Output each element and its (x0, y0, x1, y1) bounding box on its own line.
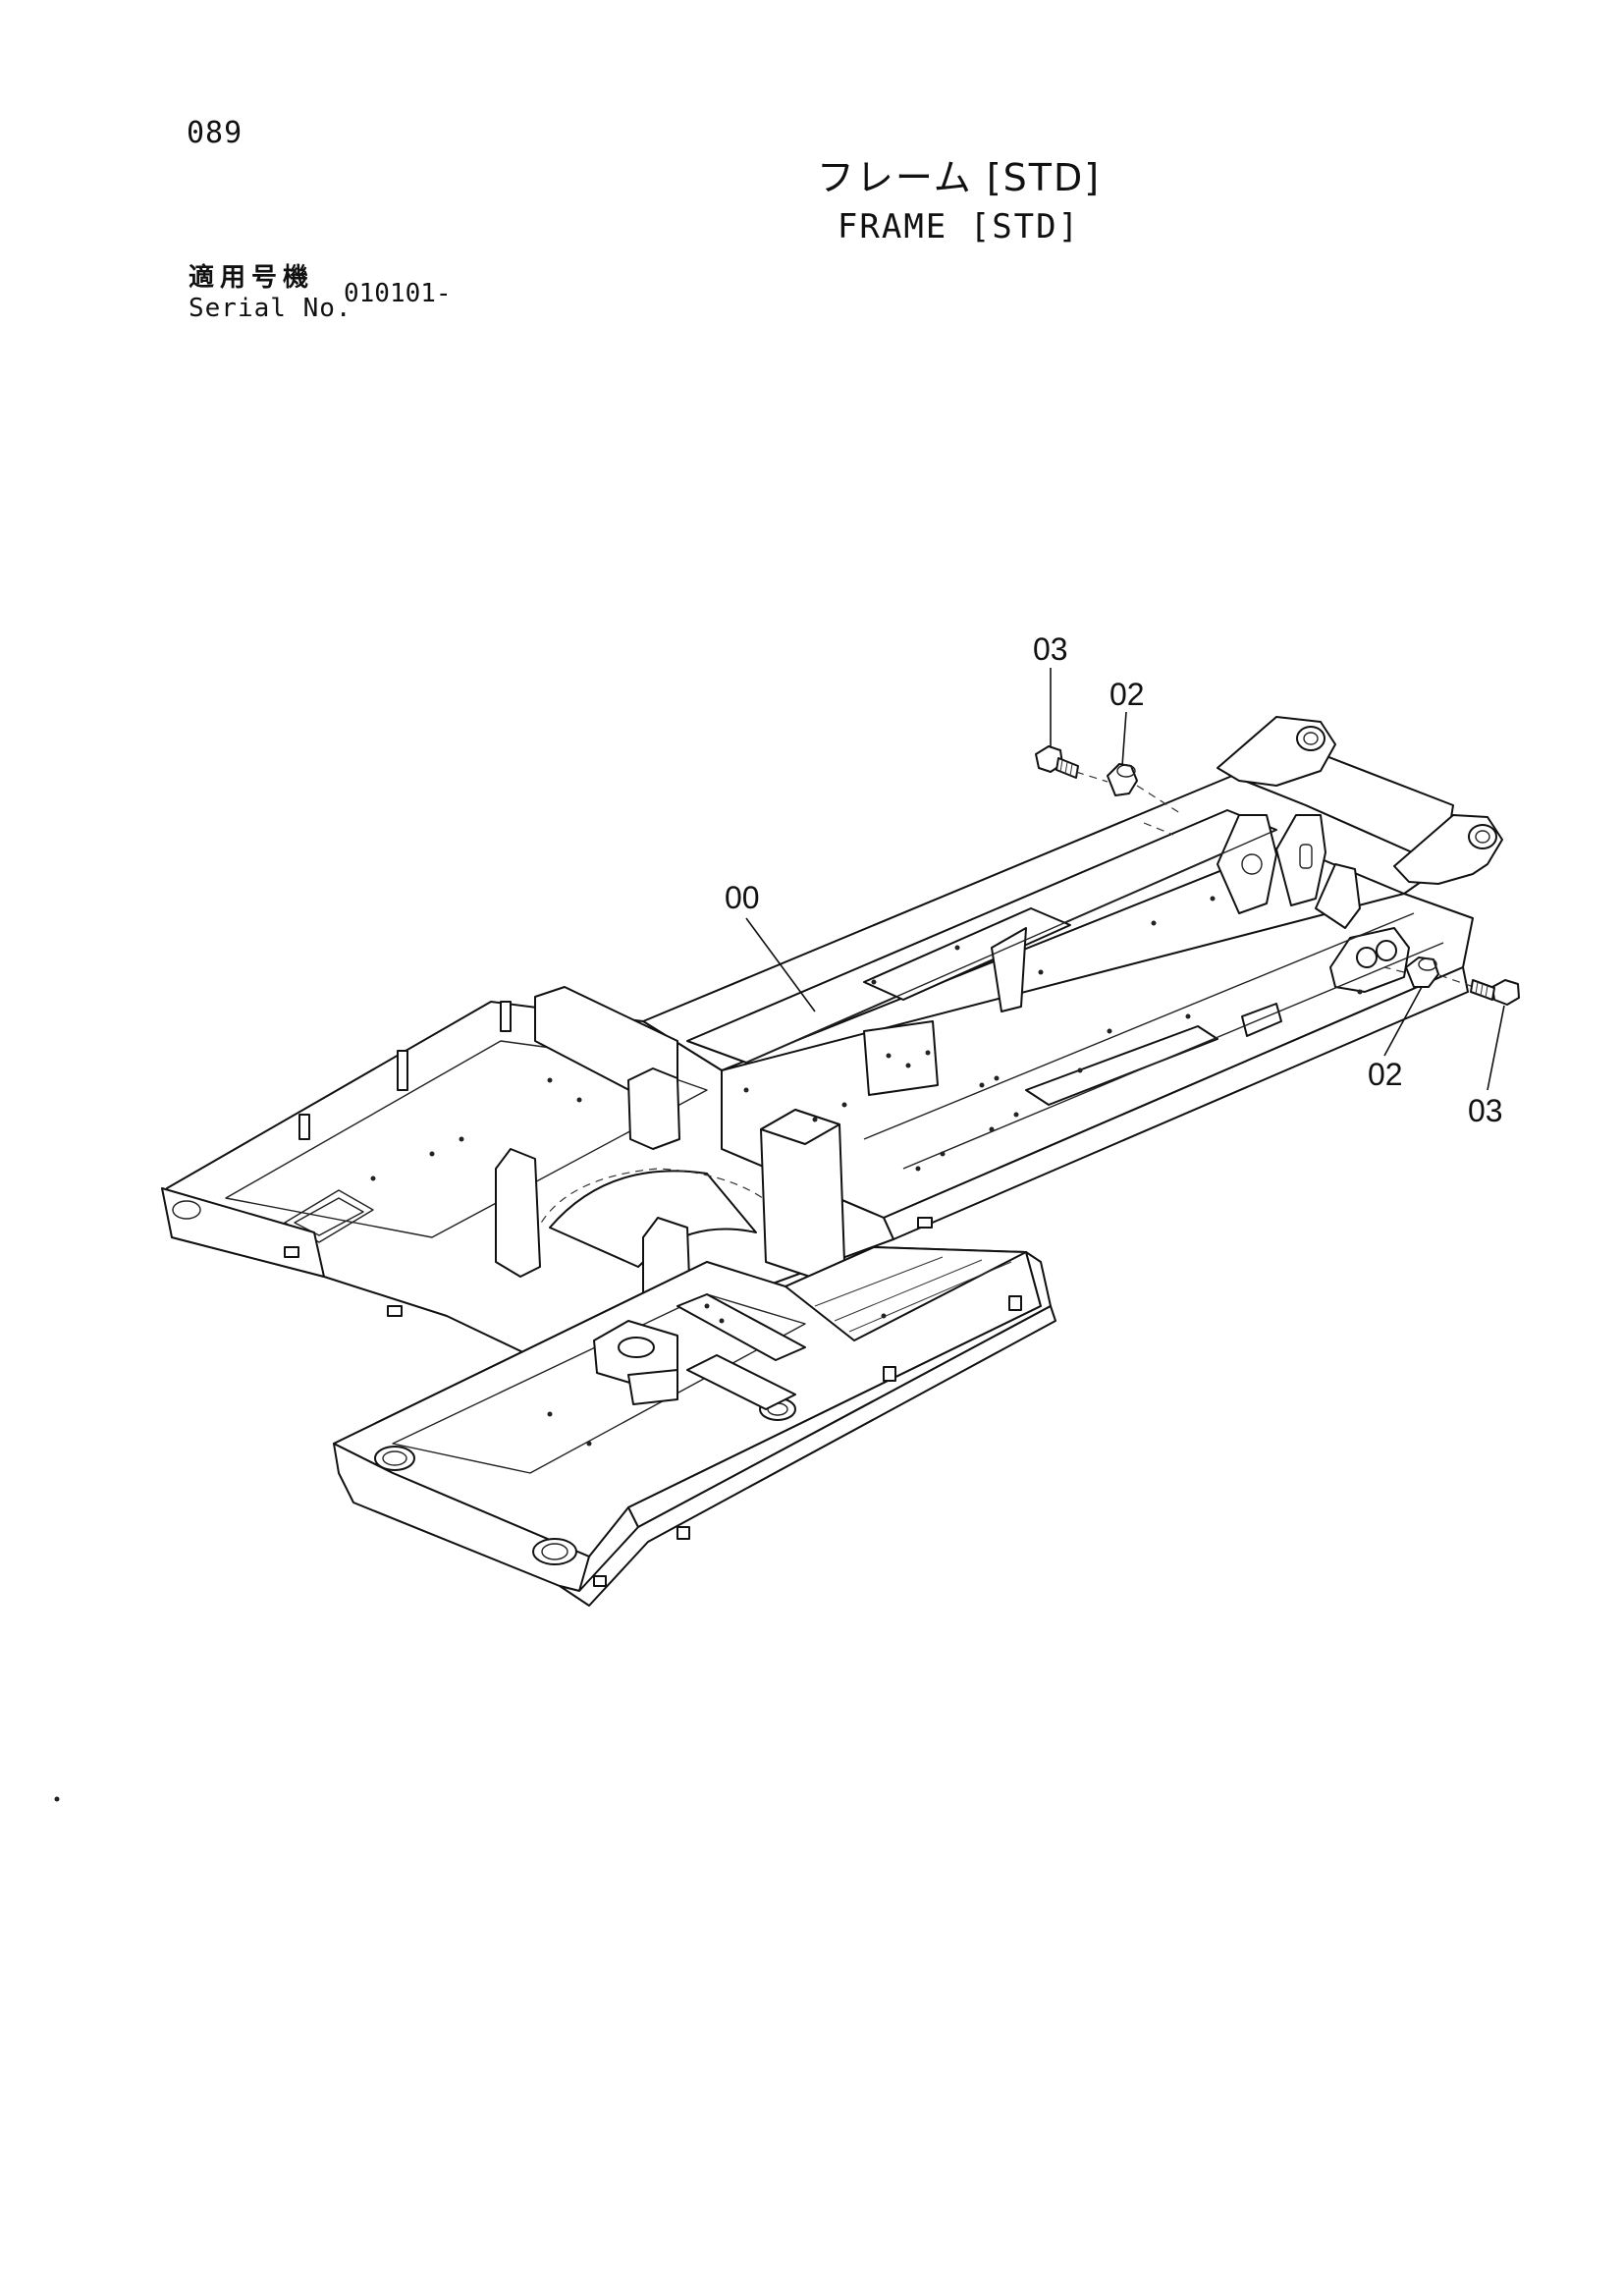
deck-tab-2 (387, 1305, 403, 1317)
boss-front-right (532, 1538, 577, 1565)
boom-rib-line-1 (745, 829, 1277, 1064)
stray-dot (54, 1796, 60, 1802)
swing-circle-outline (529, 1168, 786, 1248)
serial-block: 適用号機 Serial No. 010101- (189, 257, 452, 323)
tip-bore-upper-inner (1303, 732, 1319, 745)
page-number: 089 (187, 116, 243, 150)
deck-post-3 (298, 1114, 310, 1140)
pin-cap-lower-face (1418, 957, 1437, 971)
pivot-lug-right (1275, 814, 1326, 906)
dash-02-upper (1136, 785, 1184, 816)
title-english: FRAME [STD] (837, 207, 1081, 246)
serial-value: 010101- (344, 279, 452, 308)
rear-deck-end-hole (172, 1200, 201, 1220)
bolt-upper-thread (1059, 759, 1073, 777)
deck-tab-4 (883, 1366, 896, 1382)
pillow-block-bore (618, 1337, 655, 1358)
rear-deck-edge (161, 1187, 325, 1278)
leader-02-lower (1383, 986, 1423, 1057)
pin-lug-hole-b (1376, 940, 1397, 961)
callout-02-upper: 02 (1109, 677, 1145, 712)
lower-cross-beam-2 (686, 1354, 796, 1410)
bolt-lower-head (1491, 979, 1520, 1006)
ramp-plate (784, 1246, 1027, 1341)
serial-label-english: Serial No. (189, 294, 352, 323)
leader-03-lower (1487, 1005, 1505, 1091)
callout-02-lower: 02 (1368, 1057, 1403, 1092)
boom-small-block (1241, 1003, 1282, 1037)
pin-cap-upper-face (1116, 764, 1136, 778)
pin-lug-hole-a (1356, 947, 1378, 968)
boss-front-left (374, 1446, 415, 1471)
dash-03-upper (1075, 771, 1109, 783)
deck-tab-5 (917, 1217, 933, 1229)
boom-diagonal-gusset (991, 927, 1027, 1012)
serial-label-japanese: 適用号機 (189, 263, 315, 293)
leader-lines (745, 668, 1505, 1091)
bolt-lower-shank (1470, 979, 1495, 1001)
lower-cross-beam-1 (676, 1293, 806, 1361)
pivot-lug-left-hole (1241, 853, 1263, 875)
pin-cap-lower (1405, 957, 1439, 988)
center-upright-small (627, 1067, 680, 1150)
frame-icon (161, 716, 1503, 1607)
frame-rivets (370, 896, 1363, 1447)
boom-hidden-edge (1143, 822, 1174, 836)
pivot-lug-right-slot (1299, 844, 1313, 869)
deck-tab-7 (593, 1575, 607, 1587)
callout-00: 00 (725, 880, 760, 915)
callout-03-upper: 03 (1033, 631, 1068, 667)
tip-bore-upper (1296, 726, 1325, 751)
ramp-plate-hatch (814, 1256, 1012, 1333)
leader-02-upper (1121, 711, 1127, 767)
deck-post-2 (397, 1050, 408, 1091)
bolt-upper-shank (1055, 757, 1079, 779)
tip-bore-lower (1468, 824, 1497, 849)
boss-front-right-inner (541, 1543, 568, 1560)
pivot-lug-left (1217, 814, 1277, 914)
boom-cross-plate-2 (1025, 1025, 1218, 1106)
tip-bore-lower-inner (1475, 830, 1490, 844)
deck-tab-6 (676, 1526, 690, 1540)
center-plate (863, 1020, 939, 1096)
deck-tab-3 (1008, 1295, 1022, 1311)
title-japanese: フレーム [STD] (816, 156, 1102, 199)
boss-front-left-inner (382, 1450, 407, 1466)
callout-03-lower: 03 (1468, 1093, 1503, 1128)
bolt-icon (1035, 745, 1520, 1006)
bolt-lower-thread (1475, 981, 1488, 999)
page-title: フレーム [STD] FRAME [STD] (0, 147, 1623, 246)
dash-03-lower (1438, 974, 1472, 987)
leader-00 (745, 917, 816, 1012)
deck-tab-1 (284, 1246, 299, 1258)
boom-rib-line-2 (863, 912, 1415, 1140)
center-vertical-plate-left (495, 1148, 541, 1278)
pin-cap-icon (1107, 763, 1439, 988)
pivot-lug-far (1315, 863, 1361, 929)
center-box-column-top (760, 1109, 840, 1145)
pillow-block-base (627, 1369, 678, 1405)
lower-deck-bottom-lip (559, 1305, 1056, 1607)
pin-cap-upper (1107, 763, 1138, 796)
deck-post-1 (500, 1001, 512, 1032)
dash-02-lower (1383, 966, 1405, 973)
